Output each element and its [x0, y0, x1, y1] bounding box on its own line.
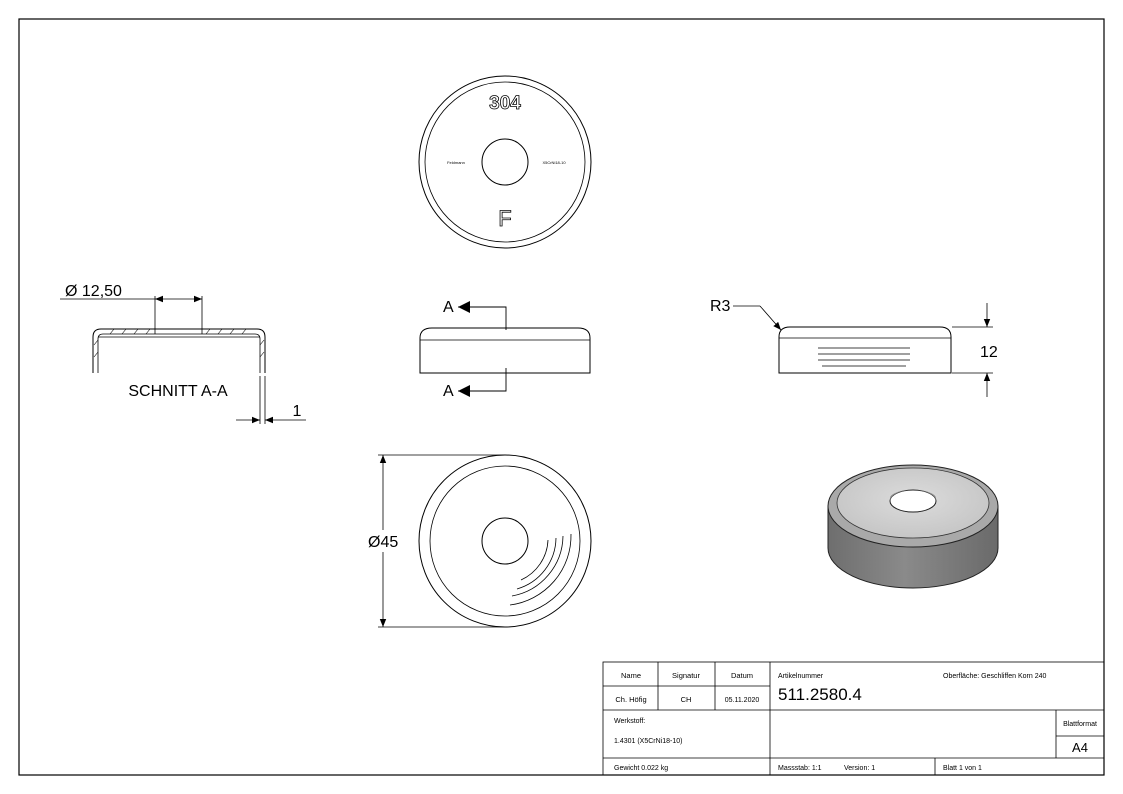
radius-label: R3 — [710, 298, 731, 315]
werkstoff-label: Werkstoff: — [614, 718, 645, 725]
sheet-border — [18, 18, 1105, 776]
cut-marker-bottom: A — [443, 383, 454, 400]
header-name: Name — [621, 671, 641, 680]
artikelnummer-label: Artikelnummer — [778, 673, 824, 680]
height-label: 12 — [980, 344, 998, 361]
gewicht: Gewicht 0.022 kg — [614, 765, 668, 772]
side-view: R3 12 — [710, 298, 998, 397]
cut-marker-top: A — [443, 299, 454, 316]
artikelnummer-value: 511.2580.4 — [778, 685, 862, 704]
plate-brand-right: X5CrNi18-10 — [542, 160, 566, 165]
value-name: Ch. Höfig — [615, 695, 646, 704]
outer-diameter-label: Ø45 — [368, 534, 398, 551]
massstab: Massstab: 1:1 — [778, 765, 822, 772]
top-view: 304 Feldmann X5CrNi18-10 F — [418, 75, 592, 249]
section-diameter-label: Ø 12,50 — [65, 283, 122, 300]
title-block-text: Name Signatur Datum Ch. Höfig CH 05.11.2… — [614, 671, 1097, 772]
plate-brand-left: Feldmann — [447, 160, 465, 165]
version: Version: 1 — [844, 765, 875, 772]
oberflaeche: Oberfläche: Geschliffen Korn 240 — [943, 673, 1046, 680]
header-datum: Datum — [731, 671, 753, 680]
werkstoff-value: 1.4301 (X5CrNi18-10) — [614, 738, 682, 745]
blatt: Blatt 1 von 1 — [943, 765, 982, 772]
thickness-label: 1 — [293, 403, 302, 420]
section-view: Ø 12,50 SCHNITT A-A 1 — [60, 283, 306, 424]
blattformat-value: A4 — [1072, 740, 1088, 755]
section-title: SCHNITT A-A — [128, 383, 228, 400]
blattformat-label: Blattformat — [1063, 721, 1097, 728]
value-datum: 05.11.2020 — [725, 697, 760, 704]
plate-grade-mark: 304 — [489, 93, 521, 114]
front-view: A A — [419, 299, 591, 400]
header-signatur: Signatur — [672, 671, 700, 680]
plate-logo-letter: F — [498, 206, 511, 231]
value-signatur: CH — [681, 695, 692, 704]
title-block — [602, 661, 1105, 776]
bottom-view: Ø45 — [366, 454, 592, 628]
isometric-view — [827, 464, 999, 589]
